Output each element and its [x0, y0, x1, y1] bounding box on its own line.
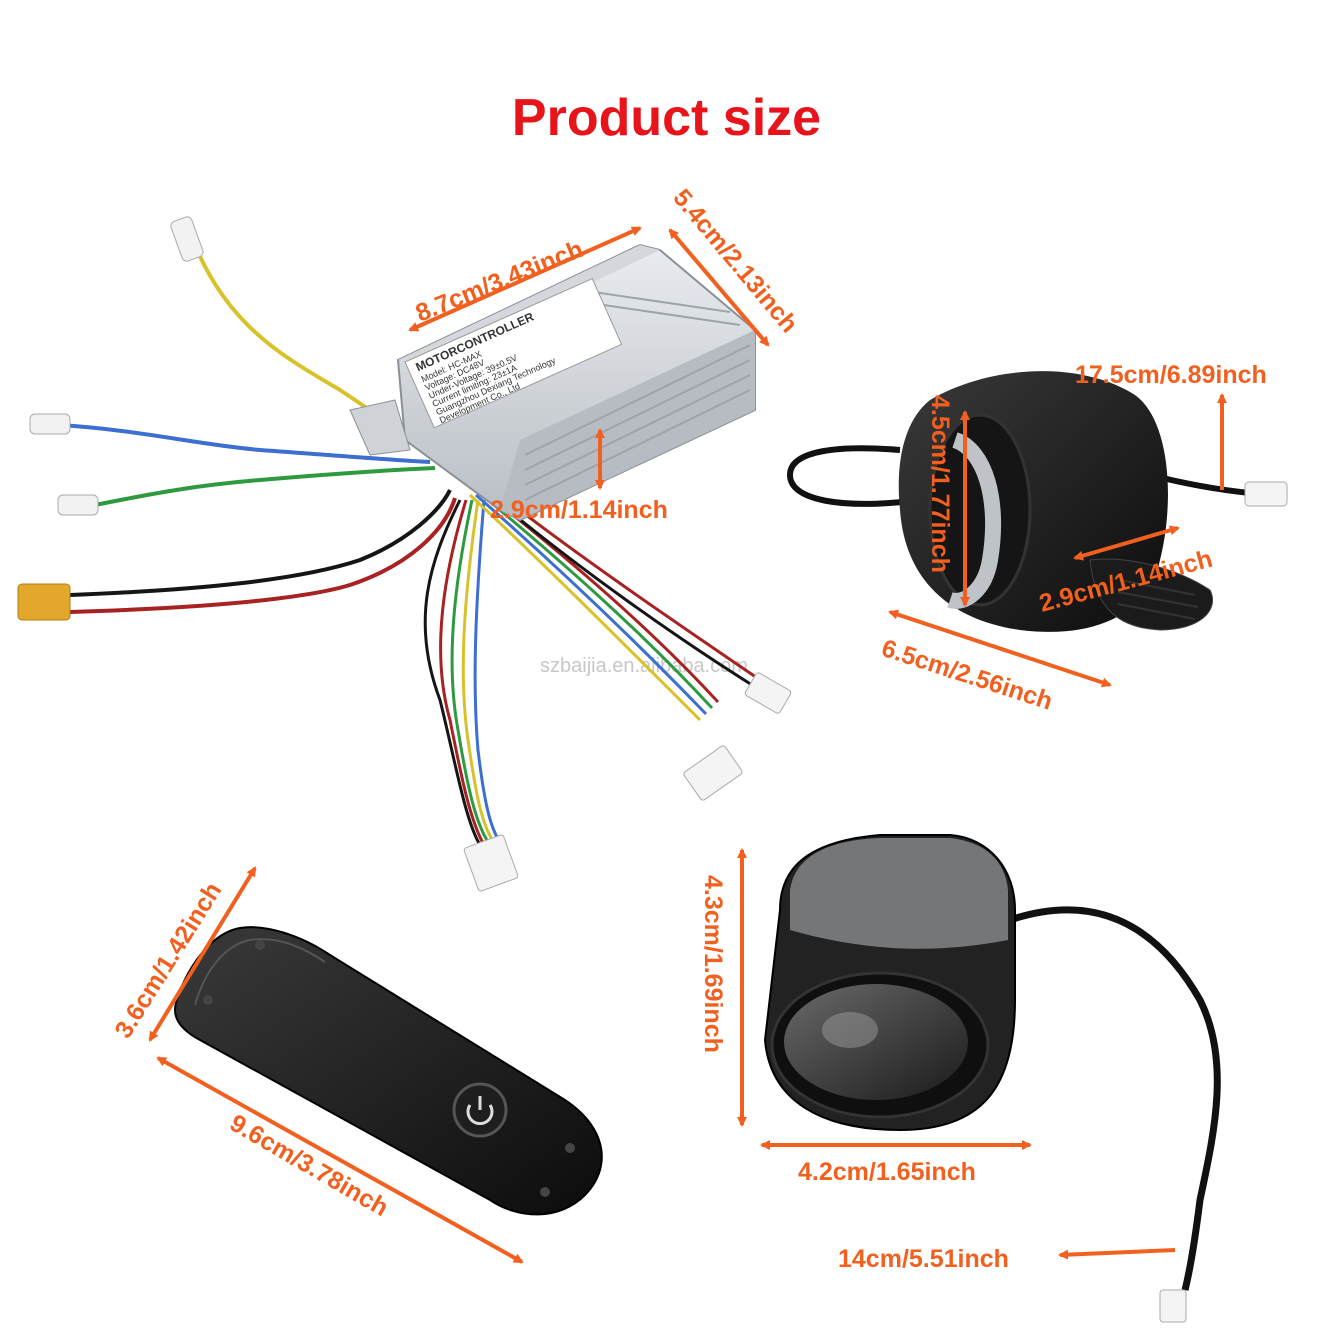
headlight-cable-label: 14cm/5.51inch [838, 1245, 1009, 1273]
controller-width-arrow [668, 228, 770, 347]
headlight [763, 834, 1221, 1323]
controller-height-label: 2.9cm/1.14inch [490, 496, 668, 524]
throttle-cable-label: 17.5cm/6.89inch [1075, 361, 1267, 389]
motor-controller: MOTORCONTROLLER Model: HC-MAX Voltage: D… [17, 216, 792, 892]
headlight-height-label: 4.3cm/1.69inch [699, 875, 727, 1053]
throttle-width-arrow [888, 609, 1112, 688]
dashboard-width-arrow [148, 866, 257, 1042]
throttle-width-label: 6.5cm/2.56inch [878, 634, 1056, 716]
page-title: Product size [511, 89, 822, 147]
throttle-height-label: 4.5cm/1.77inch [926, 395, 954, 573]
dashboard-panel [173, 926, 603, 1216]
controller-length-arrow [408, 226, 642, 332]
headlight-cable-arrow [1058, 1248, 1176, 1260]
headlight-width-label: 4.2cm/1.65inch [798, 1158, 976, 1186]
throttle-lever-arrow [1073, 525, 1180, 561]
dashboard-length-arrow [156, 1056, 524, 1264]
